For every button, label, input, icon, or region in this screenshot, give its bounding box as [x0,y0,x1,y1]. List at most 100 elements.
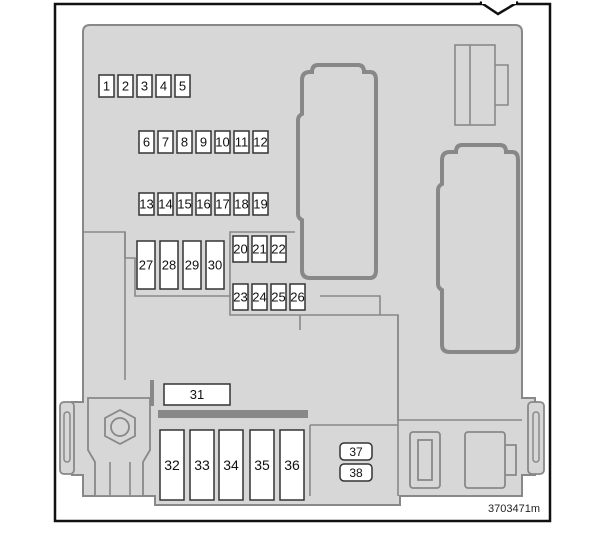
fuse-23: 23 [232,283,249,311]
fuse-18-label: 18 [234,197,248,212]
fuse-16-label: 16 [196,197,210,212]
fuse-33: 33 [189,429,215,501]
fuse-12-label: 12 [253,135,267,150]
fuse-25: 25 [270,283,287,311]
fuse-3-body [136,74,153,98]
fuse-1-label: 1 [103,79,110,94]
fuse-36-body [279,429,305,501]
fuse-8-label: 8 [181,135,188,150]
fuse-28-body [159,240,179,290]
fuse-36-label: 36 [284,457,300,473]
fuse-25-label: 25 [271,290,285,305]
fuse-28-label: 28 [162,258,176,273]
fuse-22-body [270,235,287,263]
fuse-11: 11 [233,130,250,154]
fuse-35: 35 [249,429,275,501]
fuse-24: 24 [251,283,268,311]
fuse-3: 3 [136,74,153,98]
fuse-14: 14 [157,192,174,216]
reference-code: 3703471m [488,503,540,515]
fuse-15-body [176,192,193,216]
fuse-26-label: 26 [290,290,304,305]
fuse-4-label: 4 [160,79,167,94]
fuse-15-label: 15 [177,197,191,212]
fuse-34: 34 [218,429,244,501]
fuse-1-body [98,74,115,98]
fuse-32: 32 [159,429,185,501]
relay-slot-2 [436,143,520,354]
fuse-35-label: 35 [254,457,270,473]
fuse-30-body [205,240,225,290]
fuse-20: 20 [232,235,249,263]
fuse-13-label: 13 [139,197,153,212]
fuse-33-body [189,429,215,501]
fuse-38: 38 [339,463,373,482]
fuse-16-body [195,192,212,216]
fuse-9: 9 [195,130,212,154]
fuse-5-label: 5 [179,79,186,94]
fuse-12-body [252,130,269,154]
large-fuse-rail [158,410,308,418]
fuse-21: 21 [251,235,268,263]
frame-notch [479,0,519,16]
fuse-13: 13 [138,192,155,216]
fuse-23-body [232,283,249,311]
fuse-10-body [214,130,231,154]
fuse-20-label: 20 [233,242,247,257]
fuse-22-label: 22 [271,242,285,257]
fuse-35-body [249,429,275,501]
fuse-32-label: 32 [164,457,180,473]
fuse-24-label: 24 [252,290,266,305]
fuse-20-body [232,235,249,263]
fuse-31-label: 31 [190,387,204,402]
fuse-3-label: 3 [141,79,148,94]
fuse-34-label: 34 [223,457,239,473]
fuse-19-label: 19 [253,197,267,212]
fuse-27: 27 [136,240,156,290]
fuse-17-body [214,192,231,216]
fuse-37: 37 [339,442,373,461]
fuse-2-label: 2 [122,79,129,94]
fuse-32-body [159,429,185,501]
fuse-18-body [233,192,250,216]
fuse-9-body [195,130,212,154]
fuse-27-label: 27 [139,258,153,273]
fuse-1: 1 [98,74,115,98]
fuse-2-body [117,74,134,98]
fuse-31-body [163,383,231,406]
fuse-34-body [218,429,244,501]
fuse-31: 31 [163,383,231,406]
fuse-18: 18 [233,192,250,216]
fuse-38-body [339,463,373,482]
fuse-4-body [155,74,172,98]
fuse-7-label: 7 [162,135,169,150]
fuse-14-body [157,192,174,216]
fuse-36: 36 [279,429,305,501]
bottom-right-connector [409,431,517,489]
fuse-38-label: 38 [349,466,363,480]
fuse-21-body [251,235,268,263]
fuse-14-label: 14 [158,197,172,212]
fuse-7-body [157,130,174,154]
fuse-5: 5 [174,74,191,98]
fuse-22: 22 [270,235,287,263]
fuse-29-label: 29 [185,258,199,273]
fuse-11-label: 11 [235,135,249,150]
fuse-8: 8 [176,130,193,154]
fuse-10-label: 10 [215,135,229,150]
fuse-21-label: 21 [252,242,266,257]
fuse-8-body [176,130,193,154]
housing-divisions [83,231,522,496]
fuse-7: 7 [157,130,174,154]
right-mount-tab [527,401,545,475]
fuse-9-label: 9 [200,135,207,150]
fuse-19: 19 [252,192,269,216]
relay-slot-1 [296,63,378,280]
fuse-17-label: 17 [215,197,229,212]
fuse-6-body [138,130,155,154]
fuse-24-body [251,283,268,311]
fuse-25-body [270,283,287,311]
